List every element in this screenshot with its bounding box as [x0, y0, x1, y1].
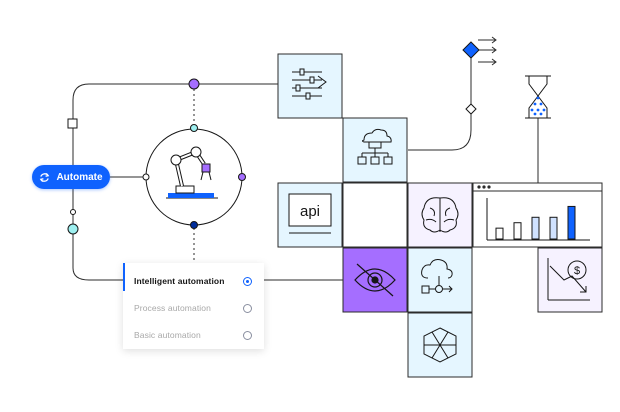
refresh-icon — [40, 172, 50, 182]
node-navy — [190, 221, 198, 229]
tile-hexagon — [407, 312, 473, 378]
node-square — [67, 118, 78, 129]
automate-button[interactable]: Automate — [32, 165, 110, 189]
node-small — [70, 209, 76, 215]
api-label: api — [300, 203, 320, 220]
option-label: Basic automation — [134, 330, 201, 340]
option-label: Process automation — [134, 303, 211, 313]
selected-indicator — [123, 263, 125, 291]
automate-button-label: Automate — [56, 171, 103, 183]
currency-symbol: $ — [574, 265, 580, 277]
tile-eye — [342, 247, 408, 313]
radio-button[interactable] — [243, 303, 252, 313]
window-dot — [482, 185, 486, 189]
option-process-automation[interactable]: Process automation — [123, 294, 264, 322]
node-teal-large — [67, 223, 79, 235]
node-teal — [190, 124, 198, 132]
connector-nodes — [67, 78, 246, 235]
small-diamond-icon — [465, 103, 477, 115]
chart-bar — [549, 216, 558, 240]
node-right — [238, 173, 246, 181]
node-purple — [188, 78, 200, 90]
eye-icon — [354, 263, 396, 297]
chart-bar — [513, 222, 522, 240]
window-dot — [487, 185, 491, 189]
tile-brain — [407, 182, 473, 248]
chart-window — [472, 182, 603, 248]
cloud-flow-icon — [421, 259, 453, 294]
node-left — [142, 173, 150, 181]
chart-bar — [495, 227, 504, 240]
automation-options-menu: Intelligent automation Process automatio… — [123, 263, 264, 349]
sliders-icon — [292, 68, 327, 100]
window-dot — [477, 185, 481, 189]
tile-blank — [342, 182, 408, 248]
chart-bar — [567, 205, 576, 240]
tile-cloud-flow — [407, 247, 473, 313]
arrow-icons — [491, 36, 497, 66]
tile-api: api — [277, 182, 343, 248]
hourglass-icon — [525, 75, 551, 119]
chart-bar — [531, 216, 540, 240]
tile-hierarchy — [342, 117, 408, 183]
radio-button[interactable] — [243, 330, 252, 340]
tile-money-decline: $ — [537, 247, 603, 313]
option-basic-automation[interactable]: Basic automation — [123, 321, 264, 349]
currency-decline-icon — [547, 258, 590, 301]
cloud-hierarchy-icon — [357, 128, 393, 165]
decision-diamond-icon — [462, 41, 480, 59]
robot-arm-illustration — [145, 128, 243, 226]
brain-icon — [421, 197, 459, 233]
tile-sliders — [277, 53, 343, 119]
hexagon-icon — [423, 327, 457, 363]
option-intelligent-automation[interactable]: Intelligent automation — [123, 267, 264, 295]
option-label: Intelligent automation — [134, 276, 225, 286]
radio-button[interactable] — [243, 276, 252, 286]
